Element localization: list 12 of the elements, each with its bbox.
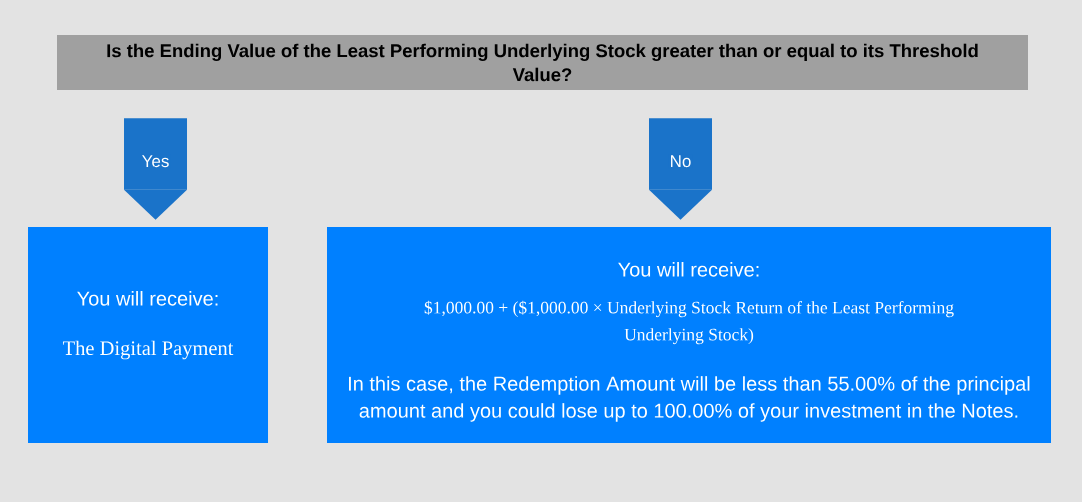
result-box bbox=[28, 227, 268, 443]
question-box: Is the Ending Value of the Least Performing Underlying Stock greater than or equal to its Threshold Value? bbox=[57, 35, 1028, 90]
arrow bbox=[124, 118, 187, 220]
arrow bbox=[649, 118, 712, 220]
formula-text: $1,000.00 + ($1,000.00 × Underlying Stock Return of the Least Performing Underlying Stock) bbox=[424, 300, 954, 345]
result-box bbox=[327, 227, 1051, 443]
note-text: In this case, the Redemption Amount will be less than 55.00% of the principal amount and you could lose up to 100.00% of your investment in the Notes. bbox=[349, 376, 1030, 422]
heading-text: You will receive: bbox=[618, 262, 759, 277]
body-text: The Digital Payment bbox=[63, 340, 234, 360]
heading-text: You will receive: bbox=[77, 291, 218, 306]
edge-label: No bbox=[668, 154, 693, 169]
edge-label: Yes bbox=[140, 154, 171, 169]
